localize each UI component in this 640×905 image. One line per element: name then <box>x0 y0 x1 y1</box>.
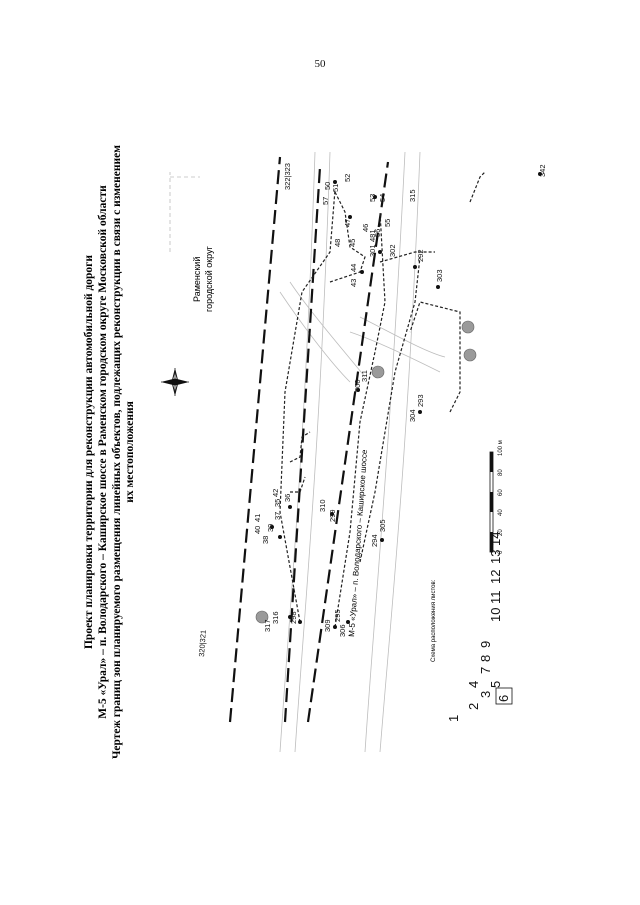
scale-tick-100: 100 м <box>498 440 504 456</box>
area-label-line-1: Раменский <box>192 257 202 302</box>
page-number: 50 <box>314 58 326 70</box>
road-label: М-5 «Урал» – п. Володарского – Каширское… <box>347 449 369 637</box>
title-line-4: их местоположения <box>124 401 136 503</box>
sheet-3: 3 <box>478 691 493 698</box>
label-309: 309 <box>323 619 332 632</box>
label-37: 37 <box>273 512 282 520</box>
label-311: 311 <box>360 370 369 382</box>
line-objects <box>279 171 486 628</box>
sheet-6: 6 <box>496 695 511 702</box>
sheet-1: 1 <box>446 715 461 722</box>
point-labels: 320|321 322|323 315 52 50 57 53 54 55 47… <box>197 163 547 657</box>
label-293: 293 <box>416 394 425 407</box>
label-45: 45 <box>348 239 357 247</box>
terrain-lines <box>169 151 446 753</box>
label-342: 342 <box>538 164 547 177</box>
label-292: 292 <box>416 249 425 262</box>
label-481: 481 <box>368 229 377 242</box>
title-line-3: Чертеж границ зон планируемого размещени… <box>111 145 123 759</box>
label-300: 300 <box>353 379 362 392</box>
label-52: 52 <box>343 174 352 182</box>
label-310: 310 <box>318 499 327 512</box>
label-54: 54 <box>378 194 387 202</box>
label-322-323: 322|323 <box>283 163 292 190</box>
label-320-321: 320|321 <box>197 630 208 658</box>
sheet-layout-title: Схема расположения листов: <box>431 579 437 662</box>
label-305: 305 <box>378 519 387 532</box>
title-block: Проект планировки территории для реконст… <box>83 145 136 759</box>
scale-tick-80: 80 <box>498 469 504 476</box>
sheet-11: 11 <box>488 591 503 605</box>
label-44: 44 <box>349 264 358 272</box>
label-303: 303 <box>435 269 444 282</box>
title-line-1: Проект планировки территории для реконст… <box>83 255 95 649</box>
label-315: 315 <box>408 189 417 202</box>
label-295: 295 <box>333 609 342 622</box>
sheet-8: 8 <box>478 655 493 662</box>
area-label-line-2: городской округ <box>204 245 214 312</box>
label-43: 43 <box>349 279 358 287</box>
sheet-13: 13 <box>488 550 503 564</box>
sheet-14: 14 <box>488 532 503 546</box>
title-line-2: М-5 «Урал» – п. Володарского – Каширское… <box>97 185 109 719</box>
label-298: 298 <box>289 611 298 624</box>
zone-boundaries <box>228 156 390 723</box>
sheet-2: 2 <box>466 703 481 710</box>
sheet-9: 9 <box>478 641 493 648</box>
sheet-7: 7 <box>478 667 493 674</box>
markers <box>255 320 477 624</box>
label-53: 53 <box>368 194 377 202</box>
scale-tick-20: 20 <box>498 529 504 536</box>
scale-tick-60: 60 <box>498 489 504 496</box>
sheet-4: 4 <box>466 681 481 688</box>
sheet-layout: Схема расположения листов: 1 2 3 4 5 6 7… <box>431 532 513 722</box>
label-304: 304 <box>408 409 417 422</box>
label-47: 47 <box>343 219 352 227</box>
label-56: 56 <box>373 229 382 237</box>
label-317: 317 <box>263 619 272 632</box>
sheet-12: 12 <box>488 570 503 584</box>
scale-tick-0: 0 <box>498 550 504 554</box>
label-38: 38 <box>261 536 270 544</box>
label-302: 302 <box>388 244 397 257</box>
point-dots <box>270 172 542 629</box>
label-57: 57 <box>321 197 330 205</box>
label-51: 51 <box>331 184 340 192</box>
scale-bar: 0 20 40 60 80 100 м <box>489 440 504 554</box>
north-arrow-icon <box>161 368 189 396</box>
label-42: 42 <box>271 489 280 497</box>
label-316: 316 <box>271 611 280 624</box>
area-label: Раменский городской округ <box>192 245 214 312</box>
label-41: 41 <box>253 514 262 522</box>
label-48: 48 <box>333 239 342 247</box>
label-306: 306 <box>338 624 347 637</box>
label-55: 55 <box>383 219 392 227</box>
sheet-5: 5 <box>488 681 503 688</box>
label-50: 50 <box>323 182 332 190</box>
label-301: 301 <box>368 244 377 257</box>
label-46: 46 <box>361 224 370 232</box>
sheet-10: 10 <box>488 608 503 622</box>
label-36: 36 <box>283 494 292 502</box>
scale-tick-40: 40 <box>498 509 504 516</box>
label-294: 294 <box>370 534 379 547</box>
label-35: 35 <box>273 499 282 507</box>
label-40: 40 <box>253 526 262 534</box>
